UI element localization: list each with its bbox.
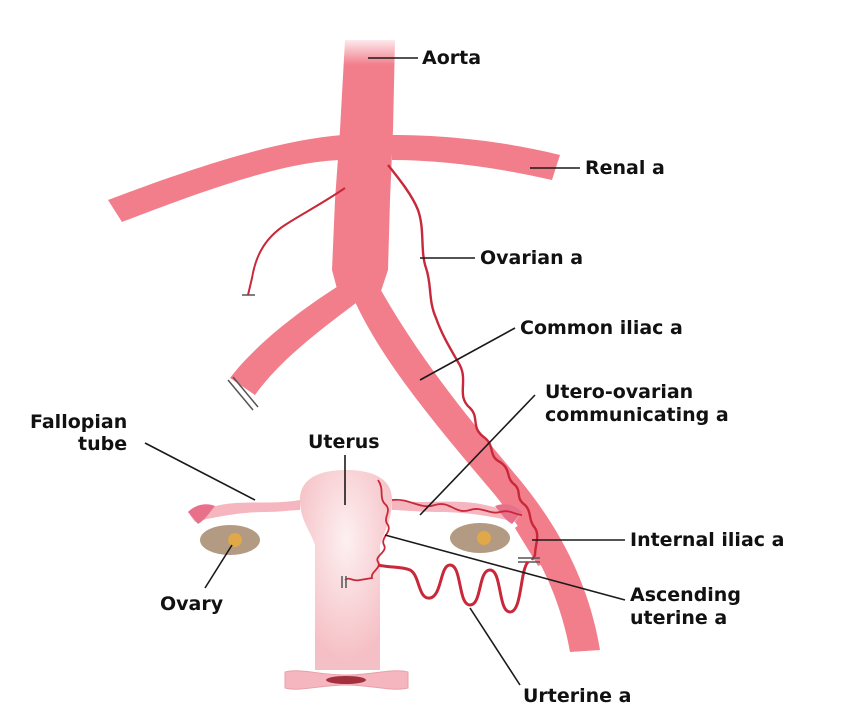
label-ascending-2: uterine a <box>630 607 727 629</box>
arterial-tree <box>108 35 600 652</box>
label-renal: Renal a <box>585 157 665 179</box>
label-ascending-1: Ascending <box>630 584 741 606</box>
label-uterine: Urterine a <box>523 685 632 707</box>
leader-utero-ovarian <box>419 394 536 516</box>
label-ovary: Ovary <box>160 593 224 615</box>
label-ovarian: Ovarian a <box>480 247 583 269</box>
leader-ovary <box>204 544 233 589</box>
right-ovary-follicle <box>477 531 491 545</box>
utero-ovarian-artery <box>391 498 523 516</box>
label-utero-ovarian-2: communicating a <box>545 404 729 426</box>
reproductive-organs <box>188 470 522 690</box>
uterine-artery <box>377 560 530 614</box>
label-utero-ovarian-1: Utero-ovarian <box>545 381 693 403</box>
leader-lines <box>144 57 626 686</box>
right-common-iliac-vessel <box>352 285 600 652</box>
renal-artery-left <box>108 135 342 222</box>
labels: Aorta Renal a Ovarian a Common iliac a U… <box>30 47 784 707</box>
left-common-iliac-vessel <box>230 285 360 395</box>
leader-uterine <box>469 607 521 686</box>
renal-artery-right <box>392 135 560 180</box>
label-aorta: Aorta <box>422 47 481 69</box>
left-fallopian-tube <box>190 500 300 522</box>
label-internal-iliac: Internal iliac a <box>630 529 784 551</box>
leader-fallopian <box>144 442 256 501</box>
internal-iliac-vessel <box>515 520 552 566</box>
right-ovarian-artery <box>387 164 539 561</box>
aorta-vessel <box>332 40 395 300</box>
left-ovarian-artery <box>247 187 346 296</box>
leader-common-iliac <box>419 327 516 381</box>
uterus-body <box>300 470 392 670</box>
label-fallopian-2: tube <box>78 433 127 455</box>
leader-ascending <box>384 534 626 601</box>
ascending-uterine-artery <box>344 479 390 582</box>
left-ovary-follicle <box>228 533 242 547</box>
label-uterus: Uterus <box>308 431 380 453</box>
label-fallopian-1: Fallopian <box>30 411 127 433</box>
label-common-iliac: Common iliac a <box>520 317 683 339</box>
